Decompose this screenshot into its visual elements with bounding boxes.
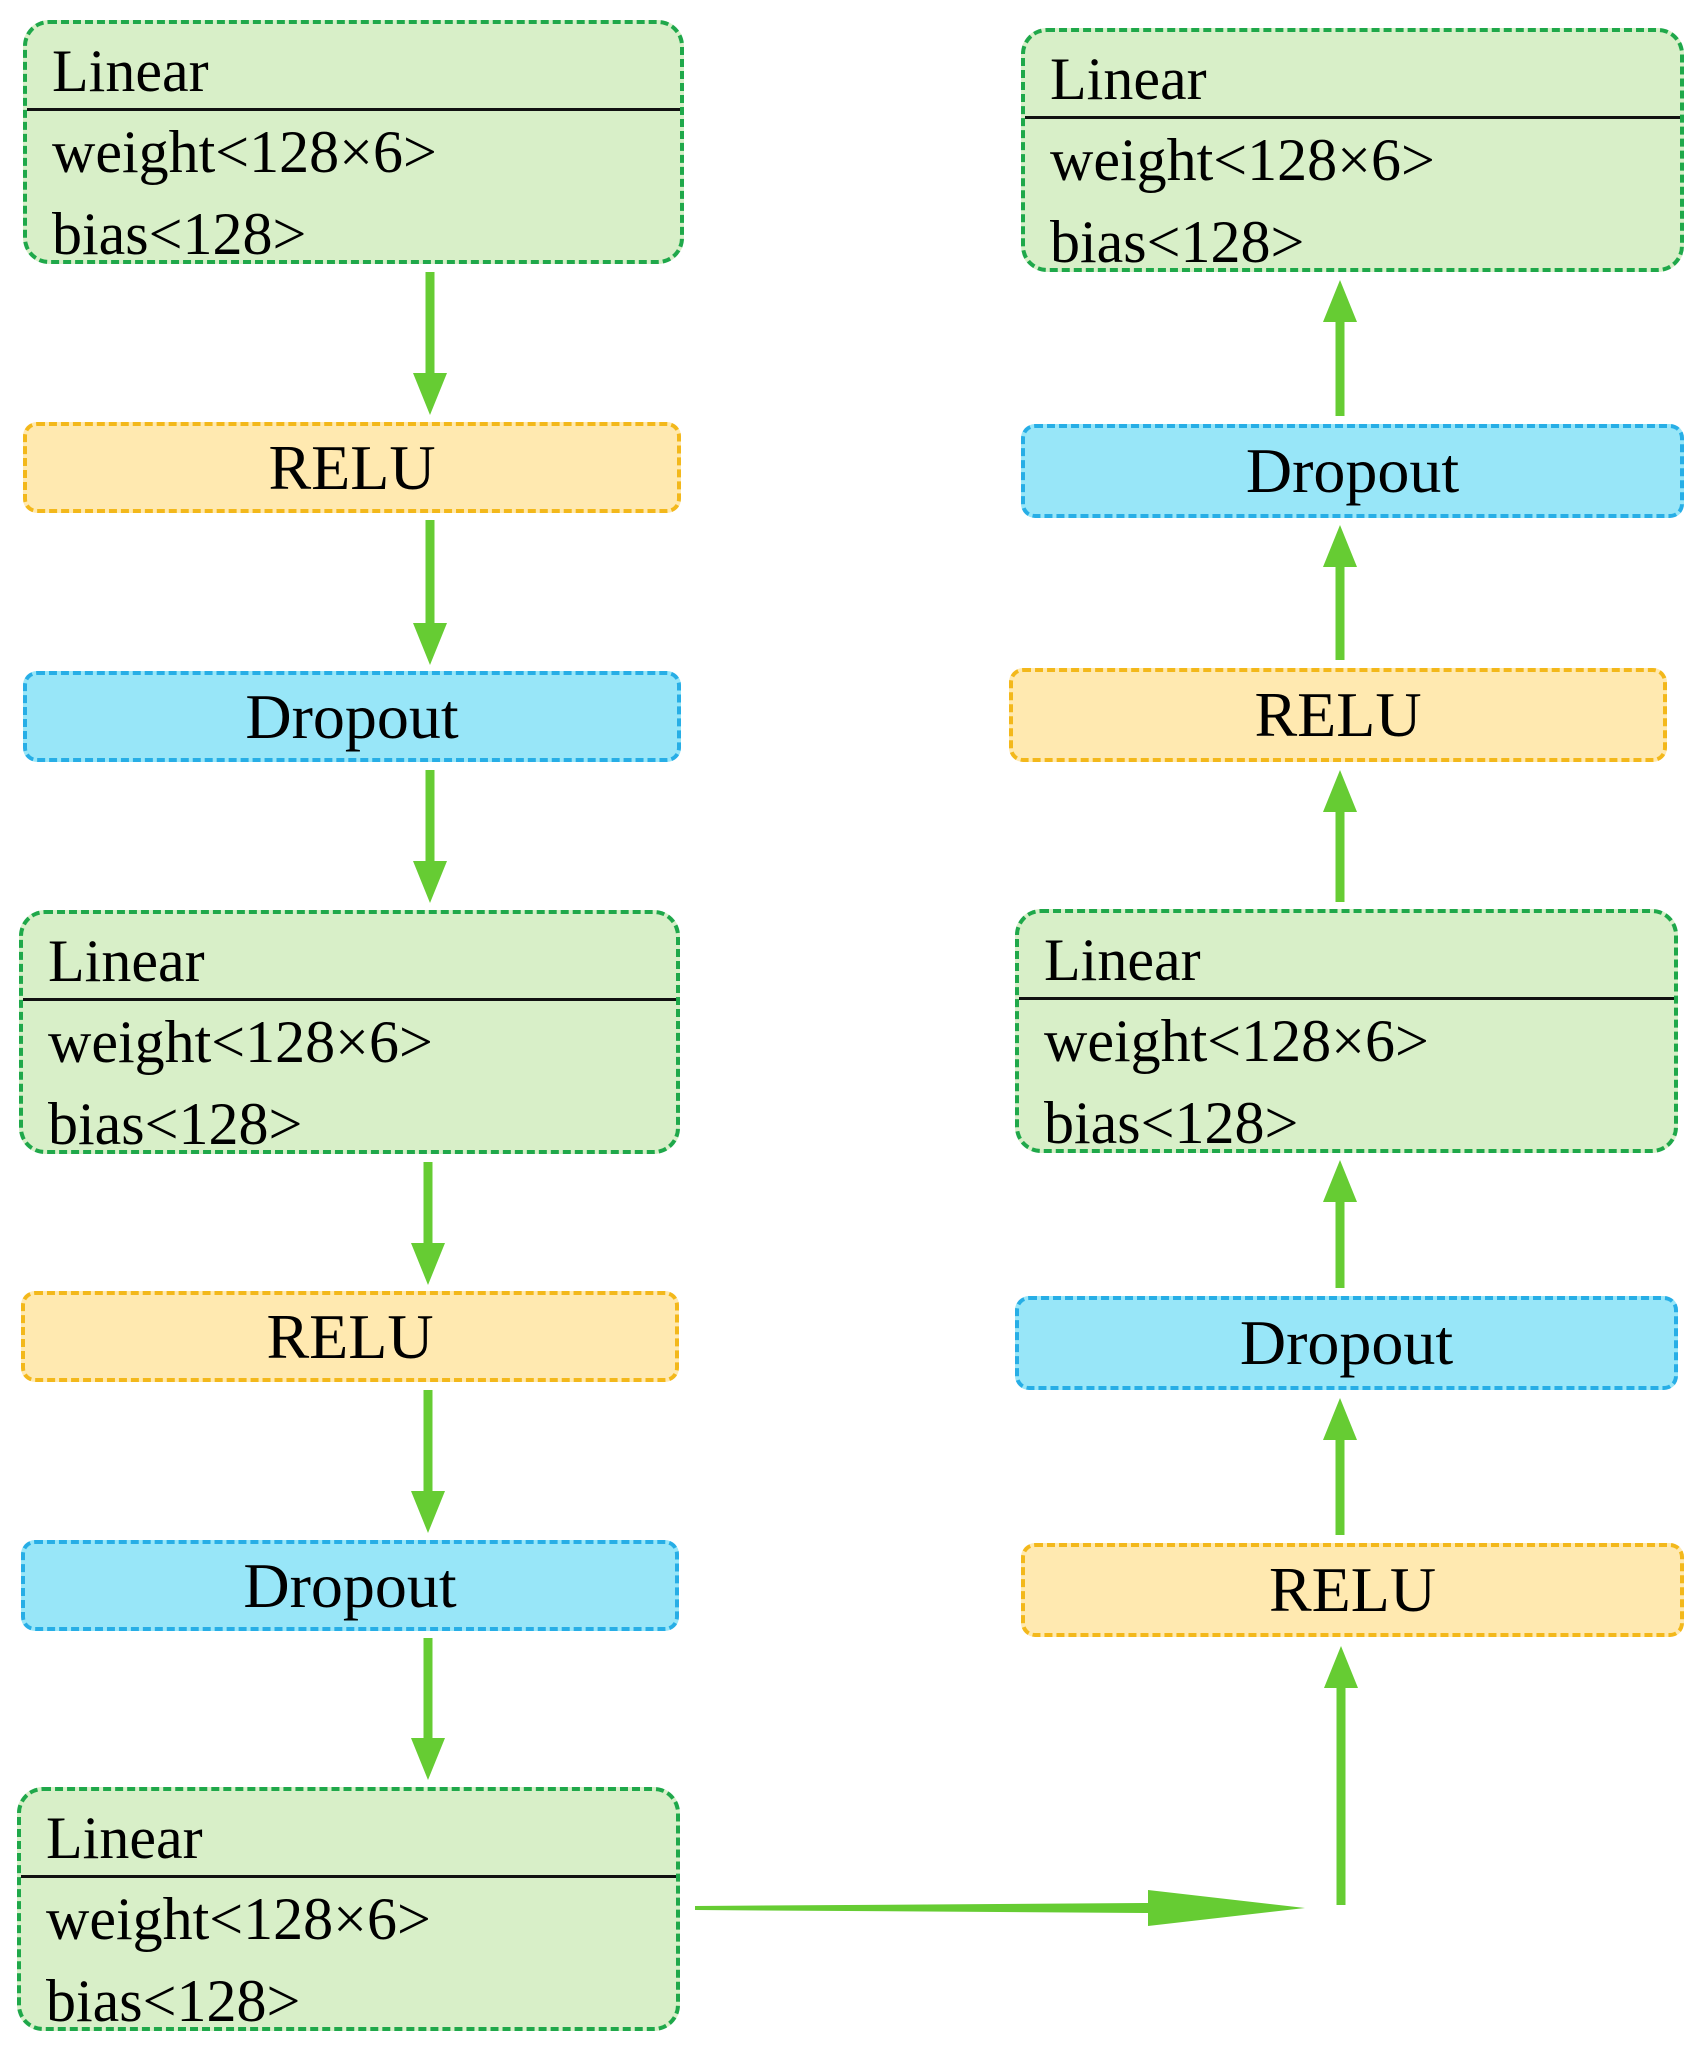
right-relu-top: RELU bbox=[1009, 668, 1667, 762]
arrow-right-dropout-to-linear-top bbox=[1323, 280, 1357, 416]
linear-weight: weight<128×6> bbox=[1050, 127, 1435, 193]
linear-weight: weight<128×6> bbox=[48, 1009, 433, 1075]
linear-title: Linear bbox=[23, 914, 676, 1001]
right-dropout-top: Dropout bbox=[1021, 424, 1684, 518]
dropout-label: Dropout bbox=[245, 680, 459, 752]
relu-label: RELU bbox=[1254, 679, 1422, 750]
left-linear-2: Linear weight<128×6> bias<128> bbox=[19, 910, 680, 1157]
right-linear-middle: Linear weight<128×6> bias<128> bbox=[1015, 909, 1678, 1156]
arrow-left-relu1-to-dropout1 bbox=[413, 520, 447, 665]
right-relu-bottom: RELU bbox=[1021, 1543, 1684, 1637]
right-linear-top: Linear weight<128×6> bias<128> bbox=[1021, 28, 1684, 275]
arrow-left-linear1-to-relu1 bbox=[413, 272, 447, 415]
arrow-left-linear3-to-right-column bbox=[695, 1890, 1305, 1926]
left-linear-1: Linear weight<128×6> bias<128> bbox=[23, 20, 684, 267]
dropout-label: Dropout bbox=[243, 1549, 457, 1621]
left-dropout-1: Dropout bbox=[23, 671, 681, 762]
arrow-right-bottom-to-relu bbox=[1324, 1646, 1358, 1905]
arrow-group bbox=[411, 272, 1358, 1926]
left-linear-3: Linear weight<128×6> bias<128> bbox=[17, 1787, 680, 2034]
arrow-right-relu-to-dropout-top bbox=[1323, 525, 1357, 660]
arrow-right-linear-to-relu bbox=[1323, 770, 1357, 902]
linear-bias: bias<128> bbox=[1050, 209, 1305, 275]
linear-bias: bias<128> bbox=[1044, 1090, 1299, 1156]
relu-label: RELU bbox=[268, 431, 436, 503]
linear-bias: bias<128> bbox=[48, 1091, 303, 1157]
linear-bias: bias<128> bbox=[46, 1968, 301, 2034]
arrow-left-dropout2-to-linear3 bbox=[411, 1638, 445, 1780]
linear-title: Linear bbox=[1025, 32, 1680, 119]
arrow-left-linear2-to-relu2 bbox=[411, 1162, 445, 1285]
right-dropout-bottom: Dropout bbox=[1015, 1296, 1678, 1390]
arrow-right-relu-to-dropout bbox=[1323, 1398, 1357, 1535]
arrow-left-dropout1-to-linear2 bbox=[413, 770, 447, 903]
linear-title: Linear bbox=[27, 24, 680, 111]
linear-title: Linear bbox=[21, 1791, 676, 1878]
left-relu-2: RELU bbox=[21, 1291, 679, 1382]
linear-title: Linear bbox=[1019, 913, 1674, 1000]
linear-weight: weight<128×6> bbox=[52, 119, 437, 185]
arrow-left-relu2-to-dropout2 bbox=[411, 1390, 445, 1533]
arrow-right-dropout-to-linear bbox=[1323, 1160, 1357, 1288]
relu-label: RELU bbox=[266, 1300, 434, 1372]
linear-bias: bias<128> bbox=[52, 201, 307, 267]
dropout-label: Dropout bbox=[1239, 1307, 1454, 1378]
left-dropout-2: Dropout bbox=[21, 1540, 679, 1631]
relu-label: RELU bbox=[1268, 1554, 1437, 1625]
linear-weight: weight<128×6> bbox=[46, 1886, 431, 1952]
dropout-label: Dropout bbox=[1245, 435, 1460, 506]
left-relu-1: RELU bbox=[23, 422, 681, 513]
linear-weight: weight<128×6> bbox=[1044, 1008, 1429, 1074]
